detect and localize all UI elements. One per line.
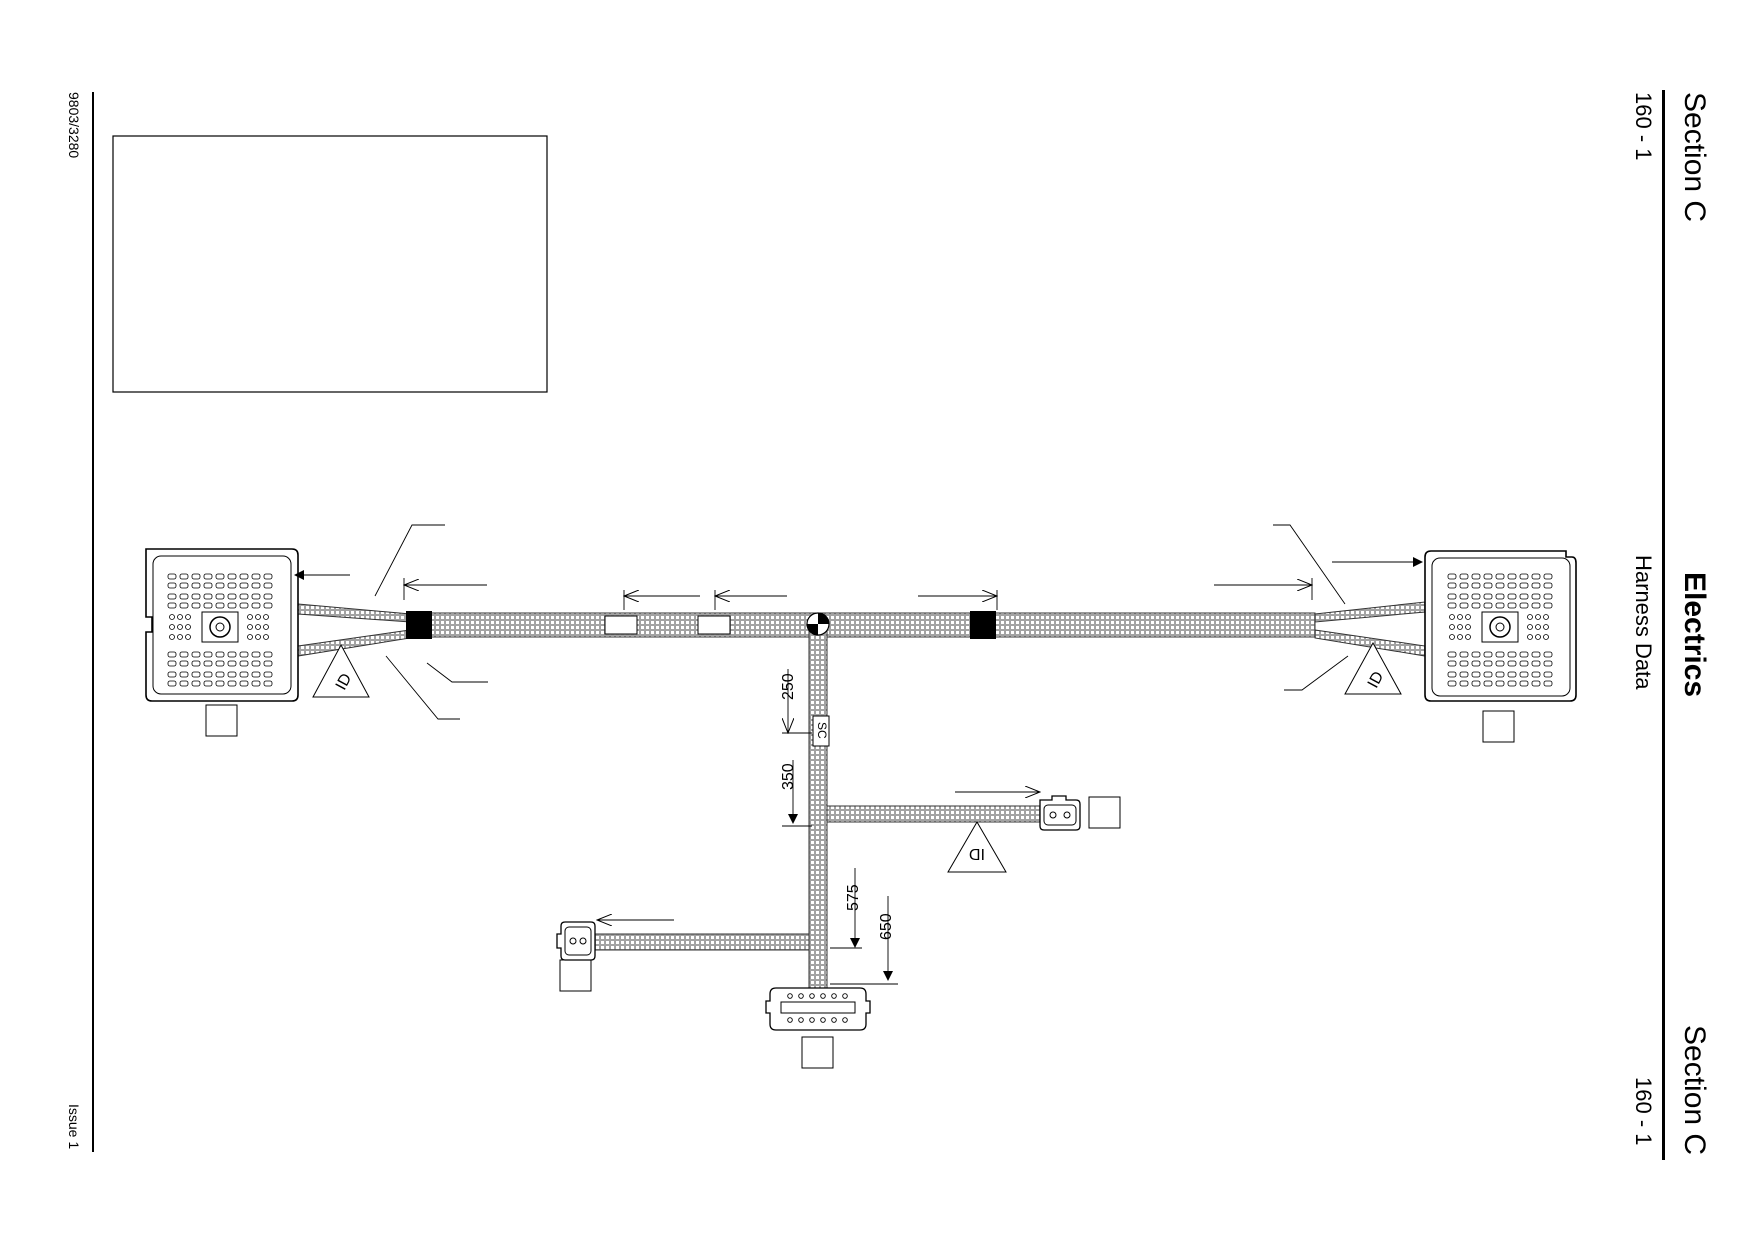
footer-rule	[92, 92, 94, 1152]
dimension-350: 350	[780, 763, 797, 790]
id-tag-text: ID	[1365, 669, 1388, 691]
id-tag-left: ID	[312, 643, 370, 698]
label-box	[112, 135, 548, 393]
datum-symbol	[806, 612, 830, 636]
id-tag-text: ID	[333, 671, 356, 693]
splice-label: SC	[815, 722, 829, 739]
callout-squares	[205, 704, 1515, 1069]
connector-2pin-a	[1039, 795, 1081, 831]
id-tag-text: ID	[969, 845, 985, 862]
clip-right	[970, 611, 996, 639]
connector-12pin	[765, 987, 871, 1031]
ecu-connector-right	[1424, 550, 1577, 702]
sleeve-marker-2	[697, 615, 731, 635]
leader-lines	[294, 524, 1423, 920]
dimension-250: 250	[780, 673, 797, 700]
connector-2pin-b	[556, 921, 596, 961]
header-rule	[1662, 90, 1665, 1160]
ecu-connector-left	[145, 548, 299, 702]
vertical-branch: SC	[594, 626, 1041, 990]
dimension-575: 575	[845, 884, 862, 911]
sleeve-marker-1	[604, 615, 638, 635]
id-tag-branch: ID	[947, 821, 1007, 873]
dimension-lines	[782, 669, 898, 985]
main-trunk	[297, 601, 1426, 657]
id-tag-right: ID	[1344, 641, 1402, 695]
clip-left	[406, 611, 432, 639]
splice-box	[812, 715, 830, 747]
dimension-650: 650	[878, 913, 895, 940]
